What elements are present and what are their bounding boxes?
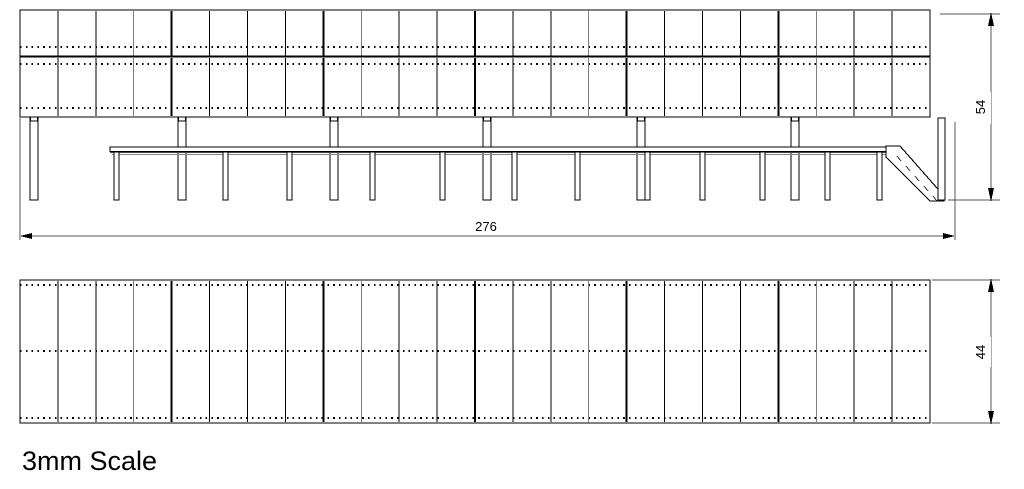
column-top-bracket xyxy=(637,116,645,122)
canopy-support-leg xyxy=(511,151,518,201)
canopy-support-leg xyxy=(644,151,651,201)
main-support-column xyxy=(29,117,39,201)
upper-band-module-joints xyxy=(170,11,780,56)
plan-view: 44 xyxy=(19,278,1000,425)
dimension-value-height: 54 xyxy=(973,100,988,114)
dimension-value-length: 276 xyxy=(475,219,497,234)
side-elevation-view: 276 54 xyxy=(19,9,1000,240)
canopy-support-legs xyxy=(113,151,883,201)
access-ramp xyxy=(885,145,945,202)
column-top-bracket xyxy=(791,116,799,122)
column-top-bracket xyxy=(30,116,38,122)
dimension-overall-length: 276 xyxy=(20,218,955,239)
main-support-column xyxy=(482,117,492,201)
column-top-bracket xyxy=(483,116,491,122)
canopy-support-leg xyxy=(222,151,229,201)
lower-band-dotted-rails xyxy=(20,63,930,109)
plan-dotted-rails xyxy=(20,284,930,419)
canopy-support-leg xyxy=(113,151,120,201)
main-support-column xyxy=(636,117,646,201)
main-support-column xyxy=(177,117,187,201)
end-column xyxy=(937,117,946,201)
canopy-support-leg xyxy=(369,151,376,201)
lower-band-module-joints xyxy=(170,58,780,116)
main-support-column xyxy=(329,117,339,201)
dimension-plan-width: 44 xyxy=(932,278,1000,425)
ramp-steps xyxy=(896,155,938,202)
main-support-columns xyxy=(29,116,800,201)
dimension-value-width: 44 xyxy=(973,345,988,359)
canopy-support-leg xyxy=(759,151,766,201)
canopy-support-leg xyxy=(439,151,446,201)
canopy-support-leg xyxy=(699,151,706,201)
main-support-column xyxy=(790,117,800,201)
column-top-bracket xyxy=(178,116,186,122)
dimension-overall-height: 54 xyxy=(940,12,1000,202)
canopy-support-leg xyxy=(876,151,883,201)
canopy-support-leg xyxy=(824,151,831,201)
canopy-support-leg xyxy=(286,151,293,201)
drawing-title-label: 3mm Scale xyxy=(22,446,157,476)
column-top-bracket xyxy=(330,116,338,122)
canopy-support-leg xyxy=(574,151,581,201)
